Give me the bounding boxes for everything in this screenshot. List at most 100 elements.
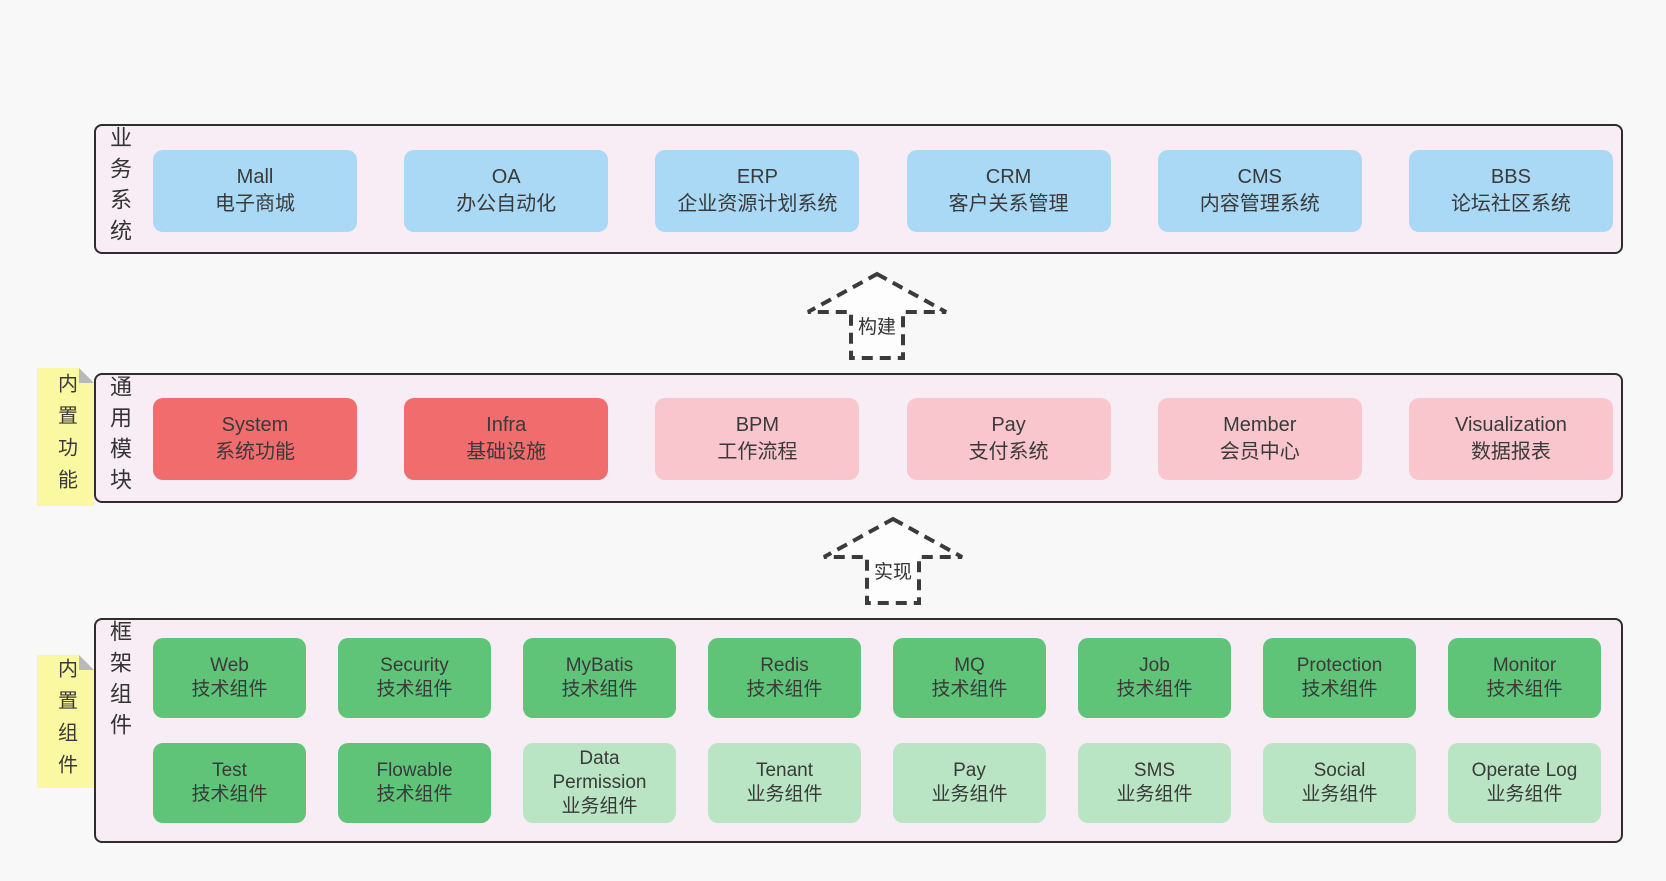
- box-title: OA: [491, 166, 521, 188]
- box-bbs: BBS 论坛社区系统: [1408, 150, 1613, 232]
- box-subtitle: 技术组件: [191, 784, 268, 805]
- box-subtitle: 技术组件: [376, 679, 453, 700]
- box-title: BPM: [735, 414, 780, 436]
- box-title: ERP: [736, 166, 778, 188]
- sticky-fold-corner-icon: [79, 655, 94, 670]
- tier-modules-label: 通用模块: [107, 375, 132, 499]
- box-oa: OA 办公自动化: [404, 150, 609, 232]
- box-mybatis: MyBatis 技术组件: [523, 638, 676, 718]
- box-mq: MQ 技术组件: [893, 638, 1046, 718]
- box-tenant: Tenant 业务组件: [708, 743, 861, 823]
- box-subtitle: 技术组件: [746, 679, 823, 700]
- box-subtitle: 业务组件: [931, 784, 1008, 805]
- tier-components-label: 框架组件: [107, 620, 132, 744]
- box-test: Test 技术组件: [153, 743, 306, 823]
- box-title: System: [221, 414, 289, 436]
- box-subtitle: 会员中心: [1219, 441, 1300, 463]
- sticky-fold-corner-icon: [79, 368, 94, 383]
- box-title: Mall: [236, 166, 274, 188]
- box-subtitle: 支付系统: [968, 441, 1049, 463]
- box-title: Test: [212, 760, 247, 781]
- box-subtitle: 业务组件: [561, 796, 638, 817]
- box-subtitle: 技术组件: [1486, 679, 1563, 700]
- box-subtitle: 技术组件: [376, 784, 453, 805]
- implement-arrow-label: 实现: [822, 557, 964, 584]
- box-operate-log: Operate Log 业务组件: [1448, 743, 1601, 823]
- box-subtitle: 内容管理系统: [1199, 193, 1320, 215]
- build-arrow-label: 构建: [806, 312, 948, 339]
- box-subtitle: 工作流程: [717, 441, 798, 463]
- box-subtitle: 技术组件: [191, 679, 268, 700]
- box-title: Security: [380, 655, 449, 676]
- box-redis: Redis 技术组件: [708, 638, 861, 718]
- box-subtitle: 技术组件: [1116, 679, 1193, 700]
- box-title: Infra: [486, 414, 527, 436]
- box-web: Web 技术组件: [153, 638, 306, 718]
- box-subtitle: 业务组件: [1116, 784, 1193, 805]
- implement-arrow-text: 实现: [871, 562, 914, 583]
- box-subtitle: 业务组件: [1301, 784, 1378, 805]
- box-title: Protection: [1296, 655, 1383, 676]
- box-title: Redis: [760, 655, 809, 676]
- box-subtitle: 论坛社区系统: [1450, 193, 1571, 215]
- box-mall: Mall 电子商城: [153, 150, 357, 232]
- box-title: Monitor: [1492, 655, 1557, 676]
- box-subtitle: 技术组件: [1301, 679, 1378, 700]
- box-data-permission: Data Permission 业务组件: [523, 743, 676, 823]
- box-member: Member 会员中心: [1157, 398, 1362, 480]
- box-title: MyBatis: [565, 655, 634, 676]
- build-arrow-up: [807, 271, 947, 360]
- box-title: Member: [1223, 414, 1297, 436]
- box-subtitle: 电子商城: [215, 193, 295, 215]
- implement-arrow-up: [823, 516, 963, 605]
- box-subtitle: 系统功能: [215, 441, 295, 463]
- tier-business-label: 业务系统: [107, 126, 132, 250]
- box-pay: Pay 业务组件: [893, 743, 1046, 823]
- box-title: Tenant: [755, 760, 814, 781]
- box-security: Security 技术组件: [338, 638, 491, 718]
- box-bpm: BPM 工作流程: [655, 398, 860, 480]
- box-title: Job: [1139, 655, 1170, 676]
- box-title: CRM: [985, 166, 1032, 188]
- box-flowable: Flowable 技术组件: [338, 743, 491, 823]
- build-arrow-text: 构建: [855, 317, 898, 338]
- sticky-note-built-in-features: 内置功能: [37, 368, 94, 506]
- box-subtitle: 基础设施: [466, 441, 547, 463]
- box-title: BBS: [1490, 166, 1531, 188]
- business-boxes-row: Mall 电子商城 OA 办公自动化 ERP 企业资源计划系统 CRM 客户关系管理 CMS 内容…: [153, 150, 1613, 232]
- box-title: Flowable: [376, 760, 453, 781]
- box-system: System 系统功能: [153, 398, 357, 480]
- box-crm: CRM 客户关系管理: [906, 150, 1111, 232]
- box-job: Job 技术组件: [1078, 638, 1231, 718]
- box-title: Visualization: [1454, 414, 1567, 436]
- box-subtitle: 办公自动化: [456, 193, 557, 215]
- box-subtitle: 技术组件: [931, 679, 1008, 700]
- box-subtitle: 企业资源计划系统: [677, 193, 838, 215]
- box-subtitle: 客户关系管理: [948, 193, 1069, 215]
- box-protection: Protection 技术组件: [1263, 638, 1416, 718]
- box-erp: ERP 企业资源计划系统: [655, 150, 860, 232]
- box-title: Operate Log: [1471, 760, 1578, 781]
- box-subtitle: 业务组件: [1486, 784, 1563, 805]
- box-infra: Infra 基础设施: [404, 398, 609, 480]
- sticky-modules-label: 内置功能: [54, 373, 77, 501]
- box-title: SMS: [1133, 760, 1176, 781]
- box-title: Pay: [991, 414, 1026, 436]
- box-pay: Pay 支付系统: [906, 398, 1111, 480]
- box-title: Web: [210, 655, 249, 676]
- box-cms: CMS 内容管理系统: [1157, 150, 1362, 232]
- box-subtitle: 数据报表: [1470, 441, 1551, 463]
- box-sms: SMS 业务组件: [1078, 743, 1231, 823]
- box-visualization: Visualization 数据报表: [1408, 398, 1613, 480]
- box-subtitle: 业务组件: [746, 784, 823, 805]
- box-subtitle: 技术组件: [561, 679, 638, 700]
- box-title: Data Permission: [552, 748, 647, 793]
- box-title: CMS: [1237, 166, 1282, 188]
- box-title: MQ: [954, 655, 985, 676]
- modules-boxes-row: System 系统功能 Infra 基础设施 BPM 工作流程 Pay 支付系统 Member 会…: [153, 398, 1613, 480]
- box-title: Pay: [953, 760, 986, 781]
- sticky-components-label: 内置组件: [54, 657, 77, 786]
- sticky-note-built-in-components: 内置组件: [37, 655, 94, 788]
